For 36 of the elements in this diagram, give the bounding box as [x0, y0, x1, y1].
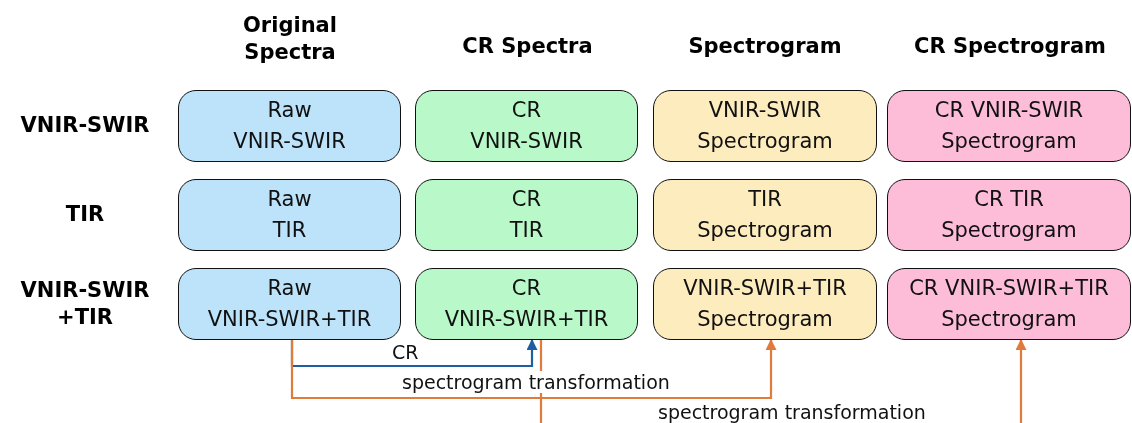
box-text: Raw VNIR-SWIR — [233, 97, 346, 155]
process-box — [178, 90, 401, 162]
arrow — [539, 338, 1027, 423]
column-header: Spectrogram — [687, 33, 843, 60]
box-text: VNIR-SWIR Spectrogram — [697, 97, 833, 155]
row-label: TIR — [64, 201, 106, 228]
box-text: CR TIR — [509, 186, 544, 244]
box-text: VNIR-SWIR+TIR Spectrogram — [683, 275, 847, 333]
process-box — [887, 179, 1131, 251]
process-box — [415, 90, 638, 162]
box-text: CR VNIR-SWIR+TIR — [444, 275, 609, 333]
arrow — [290, 338, 777, 400]
row-label: VNIR-SWIR +TIR — [19, 277, 151, 331]
process-box — [415, 179, 638, 251]
process-box — [178, 179, 401, 251]
column-header: CR Spectrogram — [913, 33, 1107, 60]
box-text: CR VNIR-SWIR — [470, 97, 583, 155]
edge-label: spectrogram transformation — [400, 371, 672, 393]
box-text: Raw TIR — [267, 186, 312, 244]
row-label: VNIR-SWIR — [19, 112, 151, 139]
box-text: CR VNIR-SWIR+TIR Spectrogram — [909, 275, 1109, 333]
process-box — [178, 268, 401, 340]
box-text: CR VNIR-SWIR Spectrogram — [934, 97, 1084, 155]
edge-label: spectrogram transformation — [656, 401, 928, 423]
column-header: Original Spectra — [242, 12, 338, 66]
column-header: CR Spectra — [461, 33, 594, 60]
box-text: CR TIR Spectrogram — [941, 186, 1077, 244]
process-box — [653, 268, 877, 340]
process-box — [887, 90, 1131, 162]
box-text: TIR Spectrogram — [697, 186, 833, 244]
arrow — [290, 338, 538, 368]
box-text: Raw VNIR-SWIR+TIR — [207, 275, 372, 333]
process-box — [653, 179, 877, 251]
process-box — [415, 268, 638, 340]
process-box — [653, 90, 877, 162]
process-box — [887, 268, 1131, 340]
